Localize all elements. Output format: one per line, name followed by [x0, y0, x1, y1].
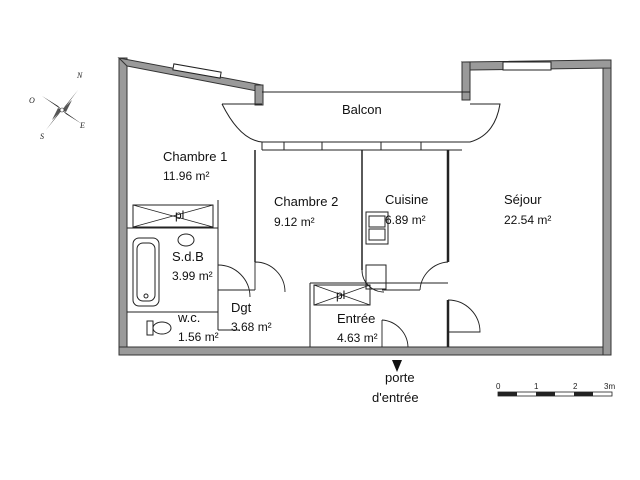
balcony-label: Balcon	[342, 102, 382, 117]
sdb-area: 3.99 m²	[172, 269, 213, 283]
chambre2-name: Chambre 2	[274, 194, 338, 209]
sdb-name: S.d.B	[172, 249, 204, 264]
scale-tick-0: 0	[496, 382, 501, 391]
doors	[217, 261, 481, 348]
entrance-label-1: porte	[385, 370, 415, 385]
entree-name: Entrée	[337, 311, 375, 326]
chambre2-area: 9.12 m²	[274, 215, 315, 229]
cuisine-area: 6.89 m²	[385, 213, 426, 227]
compass-east: E	[79, 121, 85, 130]
dgt-name: Dgt	[231, 300, 252, 315]
compass-south: S	[40, 132, 44, 141]
fixtures	[132, 204, 389, 336]
entree-area: 4.63 m²	[337, 331, 378, 345]
scale-tick-3: 3m	[604, 382, 615, 391]
scale-tick-2: 2	[573, 382, 578, 391]
windows	[172, 61, 552, 151]
sejour-area: 22.54 m²	[504, 213, 551, 227]
compass-west: O	[29, 96, 35, 105]
scale-bar: 0 1 2 3m	[496, 382, 615, 397]
room-labels: Chambre 1 11.96 m² Chambre 2 9.12 m² Cui…	[163, 149, 551, 405]
balcony: Balcon	[221, 91, 501, 150]
cuisine-name: Cuisine	[385, 192, 428, 207]
sdb-closet-label: pl	[175, 208, 184, 222]
interior-walls	[127, 149, 462, 347]
chambre1-name: Chambre 1	[163, 149, 227, 164]
dgt-area: 3.68 m²	[231, 320, 272, 334]
entree-closet-label: pl	[336, 288, 345, 302]
scale-tick-1: 1	[534, 382, 539, 391]
compass-rose: N S E O	[29, 71, 85, 141]
chambre1-area: 11.96 m²	[163, 169, 209, 183]
compass-north: N	[76, 71, 83, 80]
wc-name: w.c.	[177, 310, 200, 325]
entrance-arrow	[392, 360, 402, 372]
entrance-label-2: d'entrée	[372, 390, 419, 405]
sejour-name: Séjour	[504, 192, 542, 207]
wc-area: 1.56 m²	[178, 330, 219, 344]
